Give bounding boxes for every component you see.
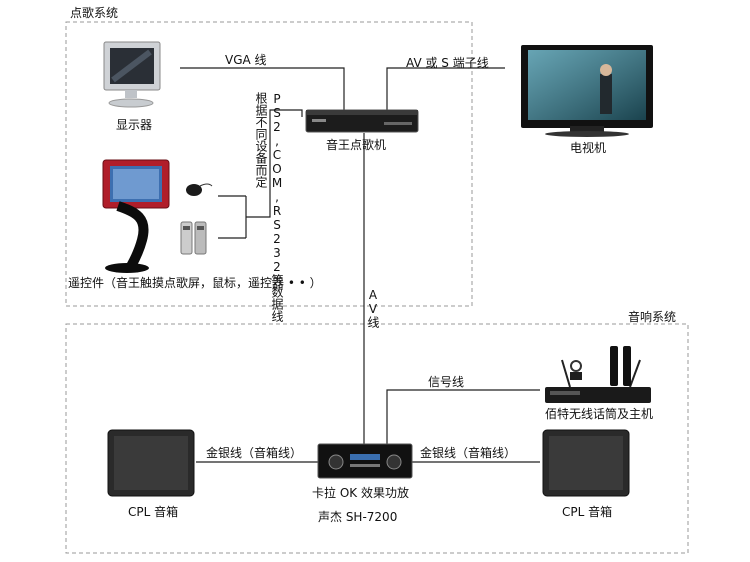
touch-screen-device (102, 159, 170, 273)
audio-system-box (65, 323, 689, 554)
speaker-left-device (107, 429, 195, 497)
av-s-cable-label: AV 或 S 端子线 (406, 56, 489, 70)
amplifier-label: 卡拉 OK 效果功放 (312, 486, 409, 500)
amplifier-device (317, 443, 413, 479)
remote-parts-label: 遥控件（音王触摸点歌屏，鼠标，遥控器 • • ） (68, 276, 322, 290)
tv-label: 电视机 (570, 141, 607, 155)
data-cable-note: 根据不同设备而定 (254, 92, 268, 188)
gold-cable-right-label: 金银线（音箱线） (420, 446, 517, 460)
gold-cable-left-label: 金银线（音箱线） (206, 446, 303, 460)
tv-device (521, 45, 653, 137)
signal-wire (386, 389, 540, 446)
av-s-wire (386, 67, 505, 110)
av-cable-label: AV线 (366, 288, 380, 328)
wires (180, 67, 540, 463)
mouse-device (186, 183, 213, 196)
data-wire (246, 109, 303, 218)
speaker-right-label: CPL 音箱 (562, 505, 613, 519)
speaker-right-device (542, 429, 630, 497)
vga-cable-label: VGA 线 (225, 53, 267, 67)
vga-wire (180, 67, 345, 110)
monitor-label: 显示器 (116, 118, 153, 132)
ktv-section-label: 点歌系统 (70, 6, 119, 20)
signal-cable-label: 信号线 (428, 375, 465, 389)
wireless-mic-label: 佰特无线话筒及主机 (545, 407, 654, 421)
jukebox-label: 音王点歌机 (326, 138, 387, 152)
remote-control-device (180, 221, 207, 255)
ktv-system-box (65, 21, 473, 307)
monitor-device (103, 41, 161, 108)
data-cable-label: PS2,COM,RS232等数据线 (270, 92, 284, 322)
speaker-left-label: CPL 音箱 (128, 505, 179, 519)
amplifier-model-label: 声杰 SH-7200 (318, 510, 398, 524)
jukebox-device (305, 109, 419, 133)
audio-section-label: 音响系统 (628, 310, 677, 324)
wireless-mic-device (545, 346, 651, 403)
